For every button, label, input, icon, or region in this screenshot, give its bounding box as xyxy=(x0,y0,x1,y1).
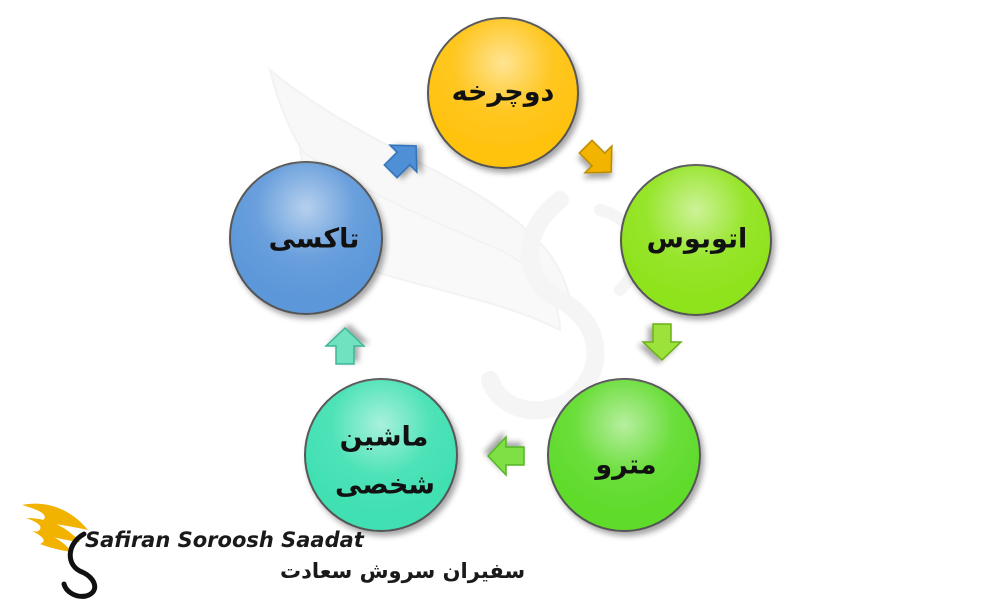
node-taxi-label: تاکسی xyxy=(269,224,360,255)
arrow-taxi-to-bicycle xyxy=(383,144,418,179)
brand-name-persian: سفیران سروش سعادت xyxy=(280,559,525,583)
node-metro-label: مترو xyxy=(593,450,656,481)
brand-logo: Safiran Soroosh Saadat سفیران سروش سعادت xyxy=(22,503,525,599)
node-bicycle xyxy=(427,17,579,169)
node-metro xyxy=(547,378,701,532)
arrow-bicycle-to-bus xyxy=(578,139,613,174)
node-bus-label: اتوبوس xyxy=(647,224,748,255)
arrow-bus-to-metro xyxy=(641,323,683,362)
node-bus xyxy=(620,164,772,316)
node-personal-car-label-line2: شخصی xyxy=(335,470,435,501)
node-personal-car xyxy=(304,378,458,532)
wing-icon xyxy=(22,503,98,599)
arrow-car-to-taxi xyxy=(324,326,366,365)
node-taxi xyxy=(229,161,383,315)
node-bicycle-label: دوچرخه xyxy=(452,77,555,108)
node-personal-car-label-line1: ماشین xyxy=(340,422,429,453)
arrow-metro-to-car xyxy=(486,435,525,477)
brand-name-latin: Safiran Soroosh Saadat xyxy=(85,528,365,552)
